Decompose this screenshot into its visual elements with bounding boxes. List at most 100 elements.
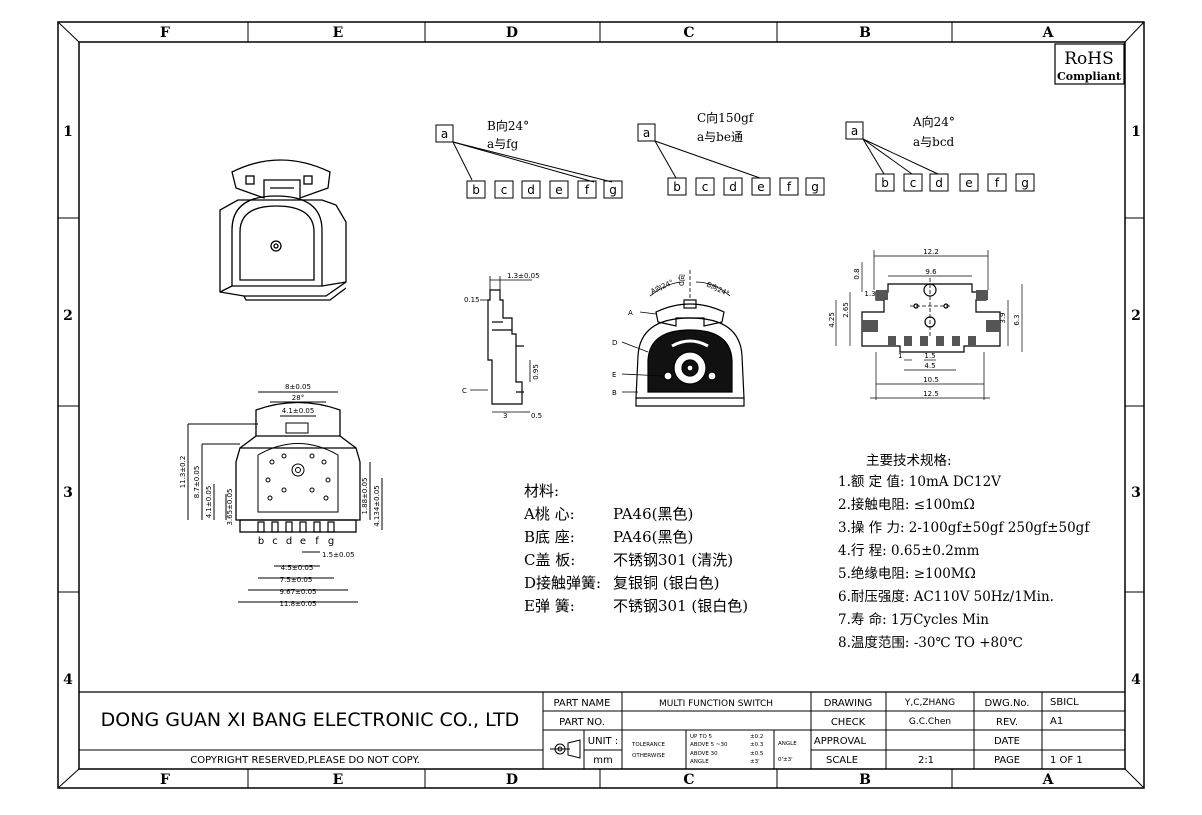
pin-label: c [910,176,917,190]
dim-label: 1.88±0.05 [361,477,369,514]
dim-label: 8±0.05 [285,383,311,391]
pin-label: b [881,176,889,190]
pin-label: g [609,183,617,197]
dim-label: 1.5±0.05 [322,551,355,559]
pin-label: e [965,176,972,190]
material-label: E弹 簧: [524,597,575,615]
tol-range: ABOVE 5 ~30 [690,742,728,748]
common-pin: a [441,127,448,141]
spec-item: 2.接触电阻: ≤100mΩ [838,496,975,513]
part-label: E [612,371,616,379]
pcb-layout [835,250,1023,400]
dim-label: 10.5 [923,376,939,384]
side-view [470,276,532,413]
dwg-value: SBICL [1050,697,1079,708]
dim-label: 4.25 [828,312,836,328]
diagram-subtitle: a与fg [487,137,519,151]
spec-item: 6.耐压强度: AC110V 50Hz/1Min. [838,589,1054,605]
dim-label: 4.1±0.05 [282,407,315,415]
pin-label: b [673,180,681,194]
angle-label: ANGLE [778,741,797,747]
dim-label: C向 [677,274,686,286]
pin-label: g [811,180,819,194]
pin-label: b [258,536,264,547]
material-value: PA46(黑色) [613,528,693,546]
part-name: MULTI FUNCTION SWITCH [659,699,773,709]
pin-label: e [757,180,764,194]
col-label: C [683,772,694,788]
spec-item: 3.操 作 力: 2-100gf±50gf 250gf±50gf [838,520,1090,536]
row-label: 3 [63,485,73,501]
approval-label: APPROVAL [814,736,867,747]
dim-label: 4.5±0.05 [281,564,314,572]
dim-label: 11.3±0.2 [179,456,187,489]
pin-label: c [272,536,278,547]
col-label: A [1042,25,1055,41]
scale-value: 2:1 [918,755,934,766]
dim-label: 4.5 [924,362,935,370]
col-label: F [160,772,170,788]
material-label: B底 座: [524,528,575,546]
material-value: 不锈钢301 (银白色) [613,597,748,615]
pin-label: f [315,536,319,547]
pin-label: d [935,176,943,190]
pin-label: f [995,176,1000,190]
dim-label: 0.5 [531,412,542,420]
row-label: 1 [63,124,73,140]
material-label: A桃 心: [523,505,575,523]
otherwise-label: OTHERWISE [632,753,665,759]
pin-label: c [702,180,709,194]
dim-label: C [462,387,467,395]
dim-label: 8.7±0.05 [193,466,201,499]
company-name: DONG GUAN XI BANG ELECTRONIC CO., LTD [101,709,520,731]
part-label: A [628,309,633,317]
dim-label: 0.15 [464,296,480,304]
common-pin: a [643,126,650,140]
material-value: 不锈钢301 (清洗) [613,551,733,569]
page-value: 1 OF 1 [1050,755,1083,766]
page-label: PAGE [994,755,1020,766]
tol-range: ABOVE 30 [690,751,718,757]
material-label: C盖 板: [524,551,575,569]
dim-label: 3.65±0.05 [226,488,234,525]
scale-label: SCALE [826,755,858,766]
col-label: D [506,25,518,41]
check-label: CHECK [831,717,866,728]
pin-label: d [729,180,737,194]
row-label: 2 [1131,308,1141,324]
isometric-view [219,159,347,301]
col-label: F [160,25,170,41]
tol-value: ±3' [750,759,760,765]
spec-item: 8.温度范围: -30℃ TO +80℃ [838,635,1023,651]
dim-label: 9.67±0.05 [279,588,316,596]
spec-item: 4.行 程: 0.65±0.2mm [838,543,980,559]
tolerance-label: TOLERANCE [631,742,666,748]
pin-label: e [300,536,306,547]
pcb-dims: 12.2 9.6 10.5 12.5 0.8 1.3 4.25 2.65 3.9… [828,248,1021,398]
corner-line [57,21,80,43]
row-label: 4 [1131,672,1141,688]
dim-label: 1 [898,352,902,360]
dim-label: 1.3 [864,290,875,298]
front-view-dims: 8±0.05 28° 4.1±0.05 11.3±0.2 8.7±0.05 4.… [179,383,381,608]
materials-heading: 材料: [524,482,559,500]
date-label: DATE [994,736,1020,747]
diagram-title: C向150gf [697,110,755,125]
part-no-label: PART NO. [559,717,605,728]
rev-label: REV. [996,717,1018,728]
rohs-badge: RoHS Compliant [1054,43,1125,85]
diagram-title: A向24° [912,114,955,129]
inner-border [78,41,1126,770]
col-label: B [859,25,871,41]
unit-value: mm [593,755,612,766]
dim-label: 2.65 [842,302,850,318]
dim-label: 1.5 [924,352,935,360]
common-pin: a [851,124,858,138]
switch-diagram-c: C向150gf a与be通 a b c d e f g [637,110,825,196]
drawing-by: Y,C,ZHANG [904,698,955,708]
dim-label: A向24° [649,277,675,295]
dim-label: 6.3 [1013,314,1021,325]
pin-label: g [328,536,334,547]
materials-list: 材料: A桃 心: PA46(黑色) B底 座: PA46(黑色) C盖 板: … [523,482,748,615]
pin-label: d [286,536,292,547]
